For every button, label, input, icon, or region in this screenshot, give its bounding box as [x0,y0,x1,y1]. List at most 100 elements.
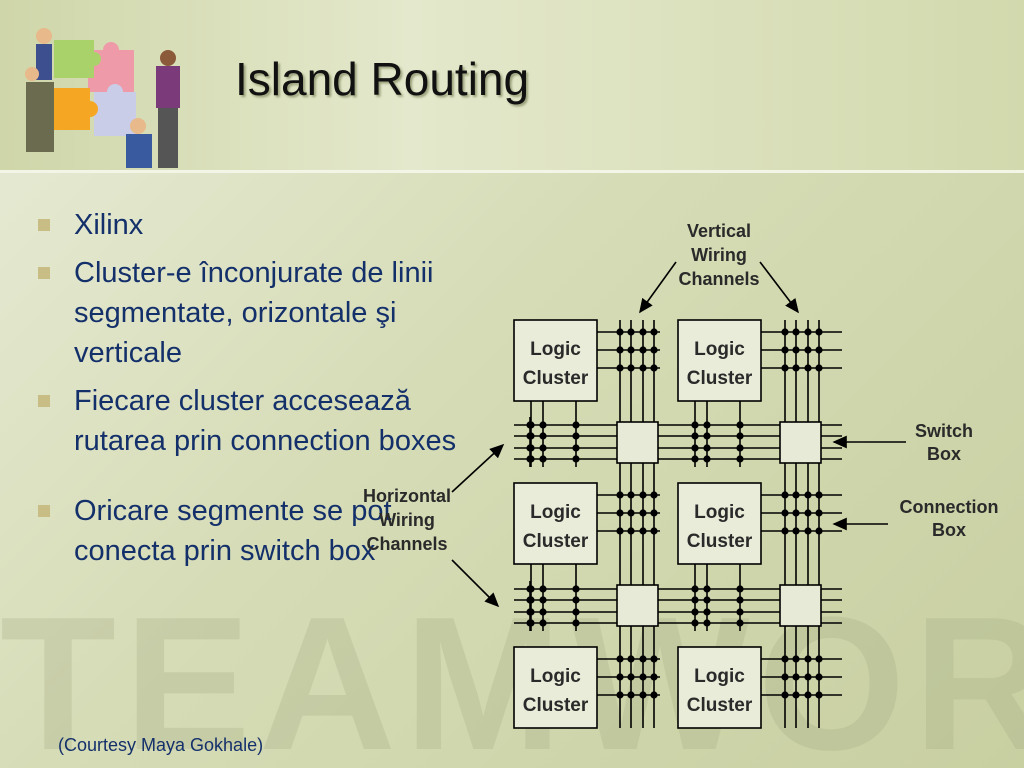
connection-dot [804,691,812,699]
switch-box [616,584,659,627]
label-arrow [759,261,799,314]
connection-dot [539,596,547,604]
logic-cluster-label: Cluster [523,531,589,552]
connection-dot [781,346,789,354]
logic-cluster-box [677,646,762,729]
switch-box-label: Box [927,444,961,464]
courtesy-note: (Courtesy Maya Gokhale) [58,735,264,755]
connection-dot [703,444,711,452]
logic-cluster-label: Logic [530,339,581,360]
connection-dot [616,509,624,517]
connection-dot [792,364,800,372]
connection-dot [526,585,534,593]
connection-dot [572,619,580,627]
label-arrow [451,443,505,493]
logic-cluster-label: Logic [694,666,745,687]
horizontal-channels-label: Horizontal [363,486,451,506]
connection-dot [815,673,823,681]
connection-dot [781,655,789,663]
connection-dot [781,491,789,499]
connection-dot [691,596,699,604]
connection-dot [815,491,823,499]
connection-dot [781,509,789,517]
connection-dot [792,346,800,354]
connection-dot [781,364,789,372]
switch-box-label: Switch [915,421,973,441]
connection-dot [639,673,647,681]
teamwork-watermark: TEAMWORK [0,600,1024,768]
connection-dot [691,455,699,463]
connection-dot [627,509,635,517]
connection-dot [804,346,812,354]
connection-dot [736,432,744,440]
logic-cluster-box [677,482,762,565]
connection-dot [539,619,547,627]
logic-cluster-label: Logic [530,666,581,687]
logic-cluster-label: Logic [530,502,581,523]
connection-dot [616,673,624,681]
connection-dot [639,527,647,535]
connection-dot [539,608,547,616]
connection-dot [691,421,699,429]
connection-dot [650,509,658,517]
connection-dot [539,455,547,463]
horizontal-channels-label: Wiring [379,510,435,530]
bullet-marker [38,267,50,279]
slide-title: Island Routing [235,53,530,105]
connection-dot [736,619,744,627]
connection-dot [792,328,800,336]
connection-dot [627,346,635,354]
connection-dot [616,655,624,663]
connection-dot [616,364,624,372]
bullet-item: Fiecare cluster accesează rutarea prin c… [34,381,494,461]
connection-dot [792,527,800,535]
logic-cluster-label: Logic [694,502,745,523]
connection-box-label: Connection [900,497,999,517]
connection-dot [650,328,658,336]
connection-dot [703,585,711,593]
connection-dot [627,527,635,535]
connection-dot [703,608,711,616]
connection-dot [616,491,624,499]
vertical-channels-label: Vertical [687,221,751,241]
connection-dot [627,328,635,336]
logic-cluster-label: Cluster [687,695,753,716]
connection-dot [703,455,711,463]
puzzle-people-clipart [25,28,180,168]
connection-dot [526,619,534,627]
connection-dot [526,421,534,429]
connection-dot [639,364,647,372]
connection-dot [539,432,547,440]
connection-dot [781,328,789,336]
connection-dot [792,655,800,663]
connection-dot [572,432,580,440]
connection-dot [815,328,823,336]
connection-dot [526,444,534,452]
vertical-channels-label: Wiring [691,245,747,265]
connection-dot [691,585,699,593]
logic-cluster-box [513,482,598,565]
connection-dot [691,432,699,440]
connection-dot [792,673,800,681]
connection-dot [650,655,658,663]
connection-dot [539,421,547,429]
connection-dot [691,444,699,452]
connection-dot [572,421,580,429]
connection-dot [627,655,635,663]
connection-dot [639,346,647,354]
connection-dot [792,691,800,699]
connection-dot [792,491,800,499]
bullet-marker [38,505,50,517]
connection-dot [526,596,534,604]
bullet-list: Xilinx Cluster-e înconjurate de linii se… [34,205,494,579]
connection-dot [572,596,580,604]
connection-box-label: Box [932,520,966,540]
logic-cluster-label: Cluster [523,368,589,389]
connection-dot [650,346,658,354]
connection-dot [616,346,624,354]
label-arrow [639,261,677,314]
connection-dot [616,691,624,699]
logic-cluster-box [513,646,598,729]
connection-dot [639,509,647,517]
connection-dot [792,509,800,517]
